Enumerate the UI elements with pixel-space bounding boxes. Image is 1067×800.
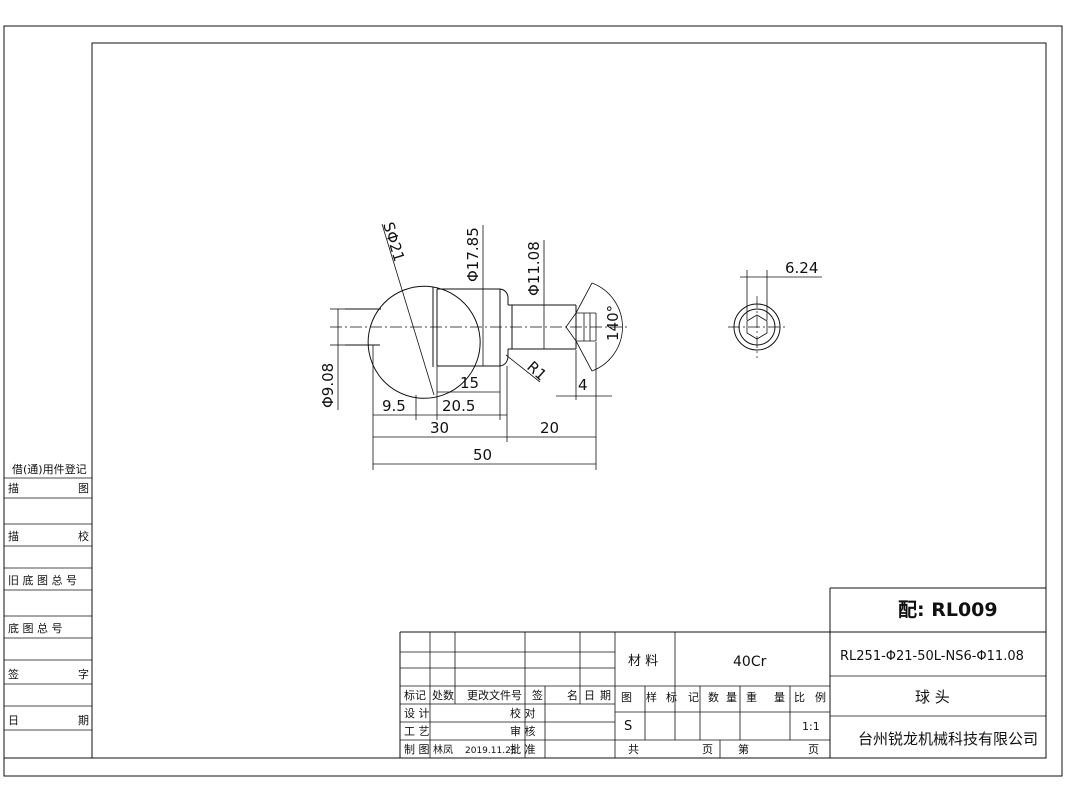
attr-h-5: 量 [726, 691, 737, 704]
total-label: 共 [628, 743, 639, 756]
review-label: 审 核 [510, 724, 536, 738]
register-sign-left: 签 [8, 667, 19, 681]
approve-label: 批 准 [510, 742, 536, 756]
part-front-view: 140° SΦ21 Φ17.85 Φ11.08 Φ9.08 R1 4 15 9. [319, 220, 628, 470]
title-block: 配: RL009 RL251-Φ21-50L-NS6-Φ11.08 球 头 台州… [399, 587, 1046, 758]
attr-h-7: 量 [774, 691, 785, 704]
register-sign-right: 字 [78, 667, 89, 681]
check-label: 校 对 [510, 706, 536, 720]
dim-shank-diameter: Φ11.08 [525, 241, 543, 296]
outer-frame [3, 25, 1063, 777]
dim-length-15: 15 [460, 374, 479, 392]
drafter-label: 制 图 [404, 743, 430, 756]
register-date-left: 日 [8, 714, 19, 727]
dim-neck-diameter: Φ9.08 [319, 363, 337, 408]
mark-value: S [624, 719, 632, 734]
register-date-right: 期 [78, 714, 89, 727]
attr-h-9: 例 [815, 690, 826, 704]
material-value: 40Cr [733, 654, 767, 670]
part-end-view: 6.24 [728, 259, 822, 358]
attr-h-3: 记 [688, 691, 699, 704]
nth-label: 第 [738, 742, 749, 756]
dim-length-20-5: 20.5 [442, 397, 475, 415]
dim-length-20: 20 [540, 419, 559, 437]
dim-hex-width: 6.24 [785, 259, 818, 277]
rev-h-period: 期 [600, 689, 611, 702]
register-old-number: 旧 底 图 总 号 [8, 573, 77, 587]
attr-h-4: 数 [708, 691, 719, 704]
rev-h-sign: 签 [532, 688, 543, 702]
dim-socket-depth: 4 [578, 376, 588, 394]
attr-h-8: 比 [794, 691, 805, 704]
drafter-name: 林凤 [433, 743, 453, 756]
rev-h-mark: 标记 [404, 688, 426, 702]
attr-h-1: 样 [646, 690, 657, 704]
part-name: 球 头 [915, 688, 950, 706]
scale-value: 1:1 [802, 720, 820, 733]
dim-length-9-5: 9.5 [382, 397, 406, 415]
rev-h-day: 日 [584, 689, 595, 702]
material-label: 材 料 [628, 654, 658, 669]
dim-sphere-diameter: SΦ21 [379, 220, 408, 264]
attr-h-6: 重 [746, 690, 757, 704]
register-draw-right: 图 [78, 482, 89, 495]
process-label: 工 艺 [404, 725, 430, 738]
dim-length-50: 50 [473, 446, 492, 464]
register-title: 借(通)用件登记 [12, 462, 87, 476]
dim-angle: 140° [604, 305, 622, 341]
inner-frame [91, 42, 1047, 759]
register-trace-right: 校 [78, 529, 89, 543]
register-trace-left: 描 [8, 529, 19, 543]
part-code: RL251-Φ21-50L-NS6-Φ11.08 [840, 649, 1024, 664]
register-draw-left: 描 [8, 481, 19, 495]
rev-h-doc: 更改文件号 [467, 688, 522, 702]
reference-code: 配: RL009 [898, 599, 998, 621]
draft-date: 2019.11.25 [465, 746, 517, 756]
company-name: 台州锐龙机械科技有限公司 [858, 730, 1038, 748]
register-base-number: 底 图 总 号 [8, 621, 63, 635]
dim-fillet-radius: R1 [523, 358, 550, 385]
page-label-1: 页 [702, 743, 713, 756]
attr-h-2: 标 [666, 690, 677, 704]
design-label: 设 计 [404, 707, 430, 720]
rev-h-name: 名 [567, 688, 578, 702]
side-register-panel: 借(通)用件登记 描 图 描 校 旧 底 图 总 号 底 图 总 号 签 字 日… [4, 462, 340, 759]
dim-body-diameter: Φ17.85 [464, 227, 482, 282]
page-label-2: 页 [808, 743, 819, 756]
dim-length-30: 30 [430, 419, 449, 437]
attr-h-0: 图 [621, 691, 632, 704]
rev-h-count: 处数 [432, 689, 454, 702]
